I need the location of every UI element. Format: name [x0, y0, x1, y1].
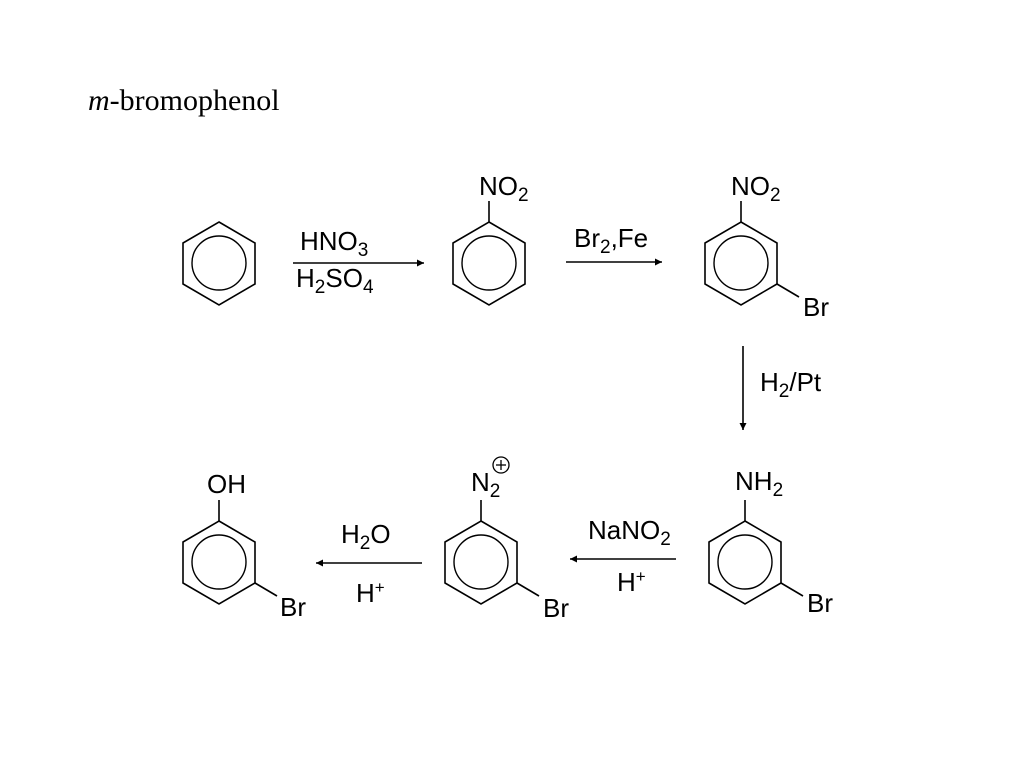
benzene-structure	[182, 221, 256, 306]
benzene-ring	[452, 221, 526, 306]
bond-line	[254, 582, 278, 597]
title-rest: -bromophenol	[109, 84, 280, 117]
m-bromophenol-structure: OH Br	[182, 469, 306, 622]
bond-line	[780, 582, 804, 597]
diazotization-step: NaNO2 H+	[570, 515, 676, 597]
substituent-label: NO2	[479, 171, 529, 206]
substituent-label: NH2	[735, 466, 783, 501]
m-bromonitrobenzene-structure: NO2 Br	[704, 171, 829, 322]
substituent-label: Br	[807, 588, 833, 618]
reagent-label: H2SO4	[296, 263, 374, 298]
title-italic-prefix: m	[88, 84, 110, 117]
aromatic-circle	[453, 534, 509, 590]
substituent-label: N2	[471, 467, 500, 502]
benzene-ring	[444, 520, 518, 605]
aromatic-circle	[191, 534, 247, 590]
bromination-step: Br2,Fe	[566, 223, 662, 266]
positive-charge-icon	[492, 456, 510, 474]
nitrobenzene-structure: NO2	[452, 171, 529, 306]
benzene-ring	[704, 221, 778, 306]
aromatic-circle	[191, 235, 247, 291]
reagent-label: Br2,Fe	[574, 223, 648, 258]
m-bromoaniline-structure: NH2 Br	[708, 466, 833, 618]
reagent-label: H2O	[341, 519, 391, 554]
reagent-label: H2/Pt	[760, 367, 822, 402]
nitration-step: HNO3 H2SO4	[293, 226, 424, 298]
bond-line	[776, 283, 800, 298]
aromatic-circle	[717, 534, 773, 590]
reagent-label: NaNO2	[588, 515, 671, 550]
hydrolysis-step: H2O H+	[316, 519, 422, 608]
reagent-label: H+	[617, 567, 646, 597]
aromatic-circle	[461, 235, 517, 291]
substituent-label: Br	[280, 592, 306, 622]
reagent-label: H+	[356, 578, 385, 608]
benzene-ring	[182, 520, 256, 605]
benzene-ring	[182, 221, 256, 306]
substituent-label: Br	[803, 292, 829, 322]
aromatic-circle	[713, 235, 769, 291]
reagent-label: HNO3	[300, 226, 368, 261]
page-title: m-bromophenol	[88, 84, 280, 118]
substituent-label: OH	[207, 469, 246, 499]
substituent-label: Br	[543, 593, 569, 623]
benzene-ring	[708, 520, 782, 605]
substituent-label: NO2	[731, 171, 781, 206]
bond-line	[516, 582, 540, 597]
diazonium-structure: N2 Br	[444, 456, 569, 623]
reduction-step: H2/Pt	[739, 346, 822, 430]
